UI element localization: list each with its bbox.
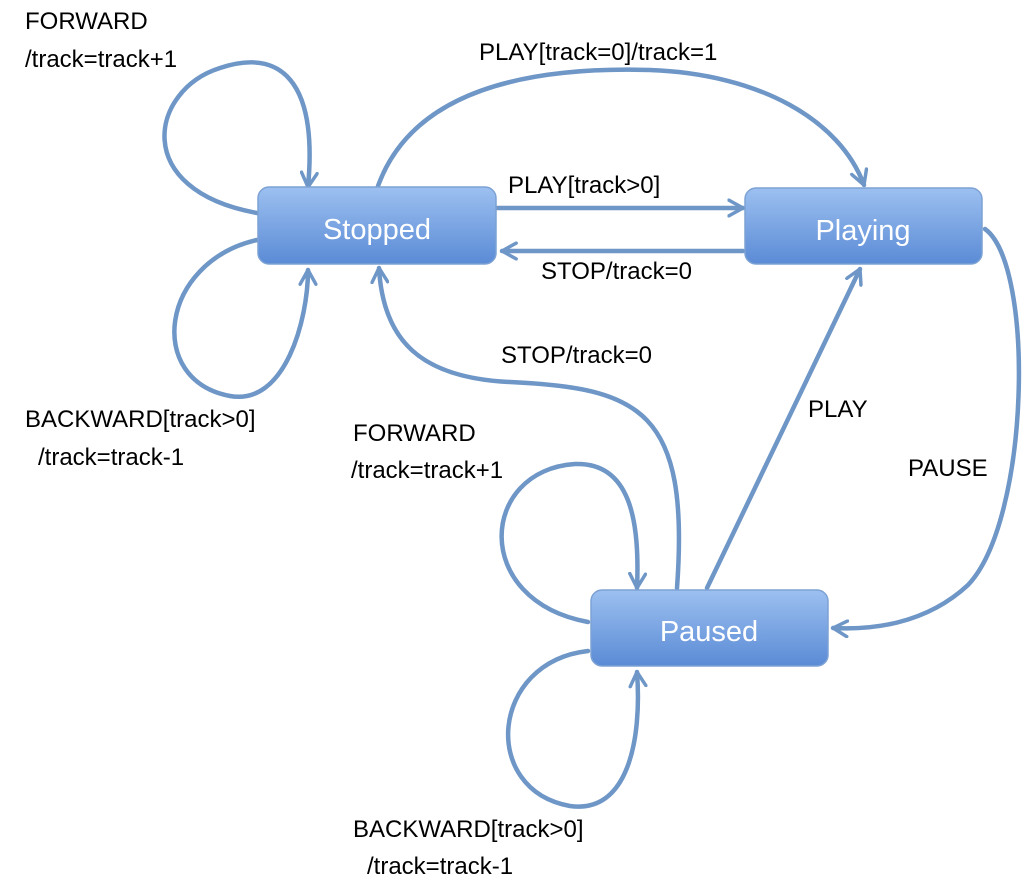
playing-to-stopped-label: STOP/track=0	[541, 258, 692, 285]
stopped-forward-label-line2: /track=track+1	[25, 46, 177, 73]
paused-forward-label-line2: /track=track+1	[351, 457, 503, 484]
paused-backward-label-line2: /track=track-1	[367, 853, 513, 880]
playing-to-paused-arrow	[830, 226, 1022, 628]
paused-forward-label-line1: FORWARD	[353, 420, 476, 447]
stopped-to-playing-arc-label: PLAY[track=0]/track=1	[479, 39, 717, 66]
paused-to-stopped-label: STOP/track=0	[501, 342, 652, 369]
paused-forward-self-loop-arrow	[499, 461, 638, 625]
paused-backward-self-loop-arrow	[505, 648, 638, 809]
playing-to-paused-label: PAUSE	[908, 455, 988, 482]
state-paused-label: Paused	[660, 616, 758, 648]
state-playing-box	[744, 187, 983, 265]
stopped-to-playing-arc-arrow	[375, 67, 864, 189]
stopped-forward-self-loop-arrow	[162, 60, 309, 216]
stopped-backward-label-line2: /track=track-1	[38, 444, 184, 471]
stopped-backward-self-loop-arrow	[172, 237, 308, 399]
state-stopped-label: Stopped	[323, 214, 431, 246]
stopped-backward-label-line1: BACKWARD[track>0]	[25, 406, 256, 433]
state-stopped: Stopped	[257, 186, 497, 265]
state-playing-label: Playing	[815, 215, 910, 247]
paused-to-stopped-arrow	[379, 265, 682, 591]
paused-to-playing-arrow	[704, 266, 860, 591]
state-stopped-box	[257, 186, 497, 265]
stopped-forward-label-line1: FORWARD	[25, 8, 148, 35]
state-paused: Paused	[590, 589, 829, 667]
state-playing: Playing	[744, 187, 983, 265]
paused-backward-label-line1: BACKWARD[track>0]	[353, 816, 584, 843]
paused-to-playing-label: PLAY	[808, 396, 868, 423]
state-paused-box	[590, 589, 829, 667]
stopped-to-playing-label: PLAY[track>0]	[508, 172, 660, 199]
